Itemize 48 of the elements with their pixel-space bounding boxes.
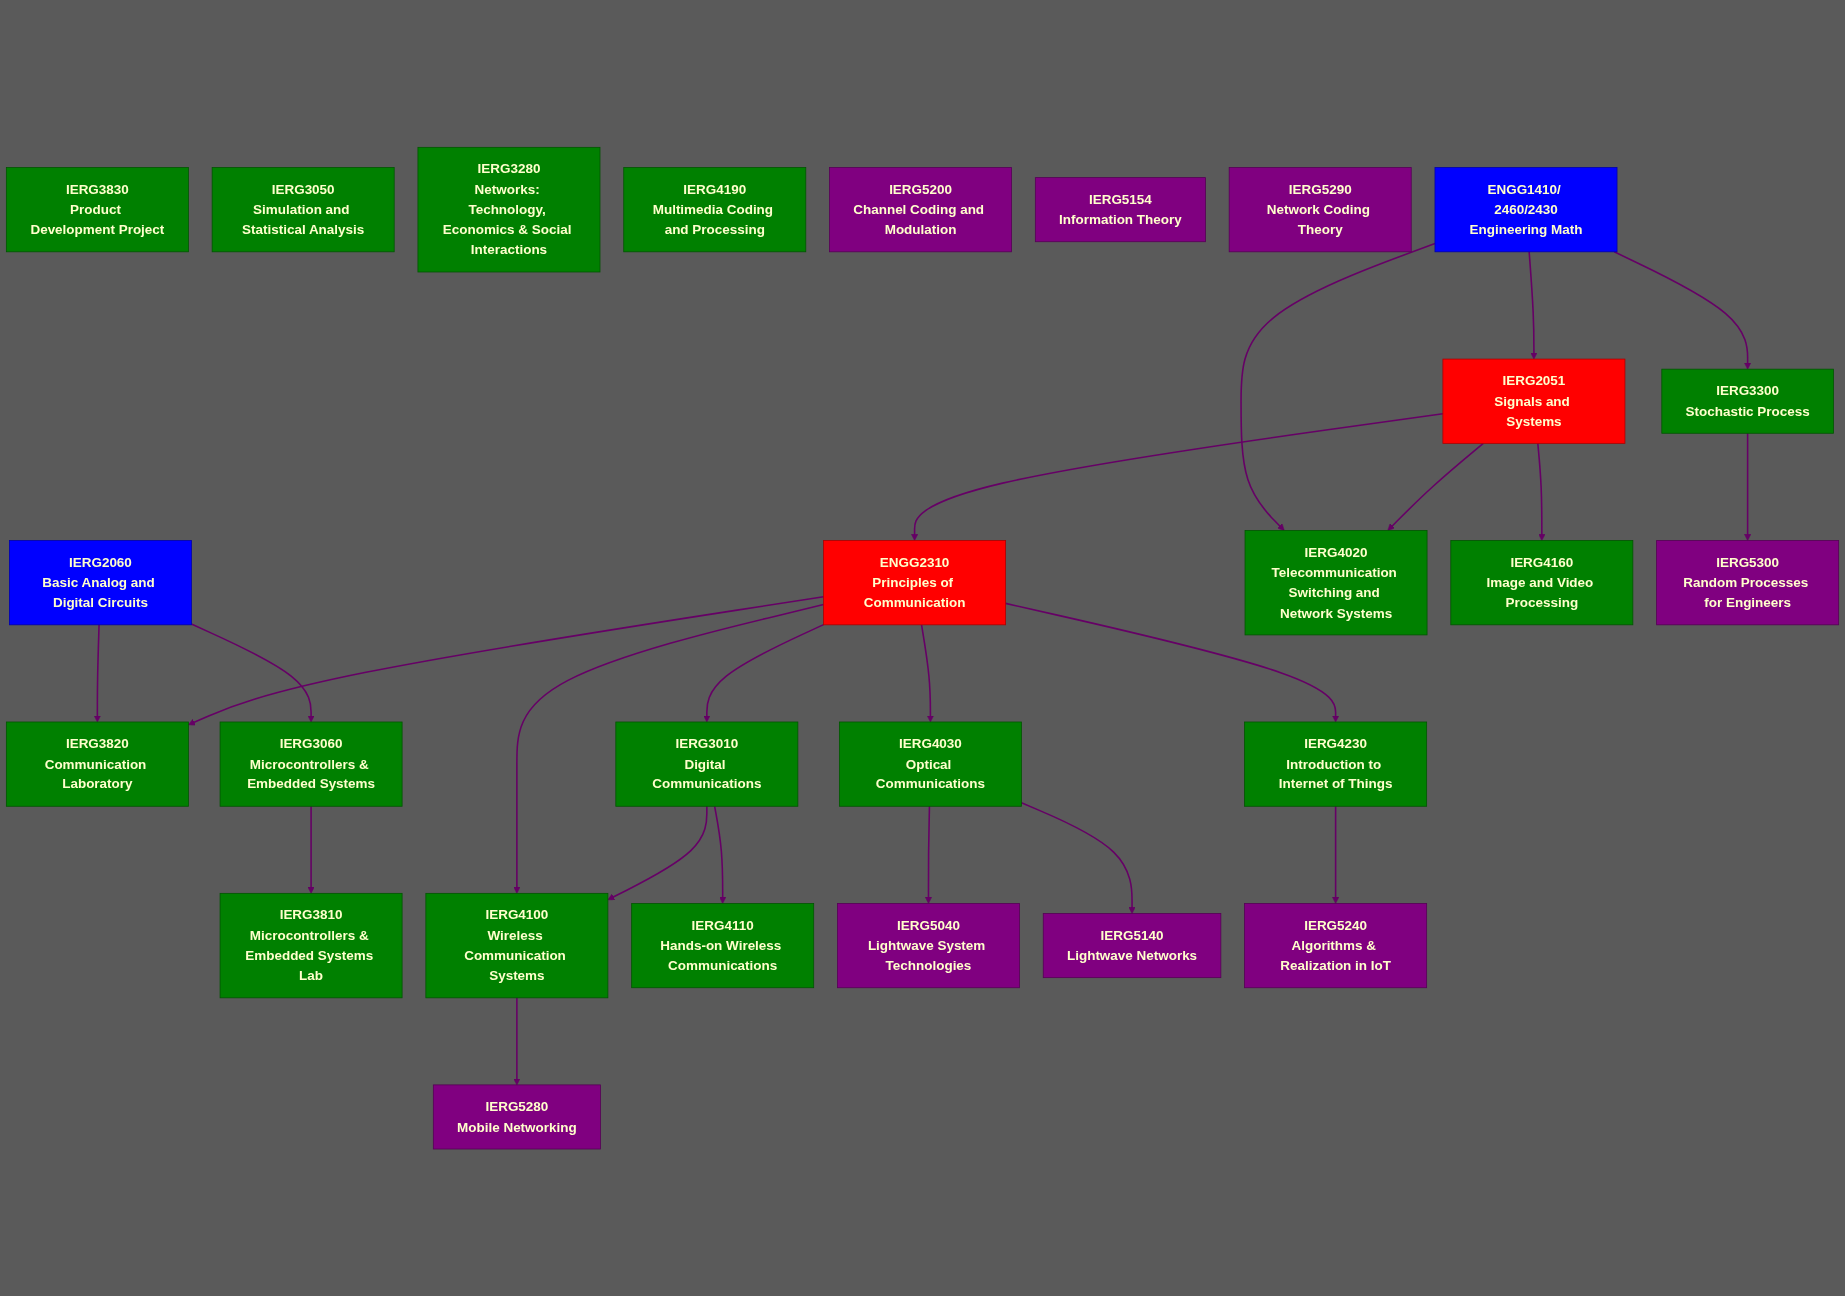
arrow	[93, 623, 101, 723]
node-box: IERG4100 Wireless Communication Systems	[425, 892, 609, 999]
arrow	[1004, 602, 1340, 723]
node-box: IERG3060 Microcontrollers & Embedded Systems	[219, 721, 403, 807]
arrow	[1332, 805, 1340, 904]
arrow	[1528, 250, 1538, 360]
node-box: IERG5240 Algorithms & Realization in IoT	[1244, 902, 1428, 988]
node-box: IERG3300 Stochastic Process	[1661, 368, 1834, 434]
arrow	[1613, 250, 1752, 370]
node-box: IERG5280 Mobile Networking	[432, 1084, 601, 1150]
node-box: IERG4030 Optical Communications	[839, 721, 1022, 807]
arrow	[1020, 801, 1136, 914]
node-box: IERG5140 Lightwave Networks	[1042, 912, 1222, 978]
node-box: IERG3050 Simulation and Statistical Analysis	[211, 166, 395, 253]
arrow	[1537, 442, 1546, 541]
node-box: IERG2051 Signals and Systems	[1442, 358, 1626, 444]
arrow	[188, 595, 825, 726]
node-box: IERG4190 Multimedia Coding and Processing	[623, 166, 807, 253]
node-box: ENGG1410/ 2460/2430 Engineering Math	[1434, 166, 1618, 253]
node-box: IERG4020 Telecommunication Switching and Network Systems	[1244, 529, 1428, 636]
node-box: IERG3810 Microcontrollers & Embedded Systems Lab	[219, 892, 403, 999]
node-box: IERG2060 Basic Analog and Digital Circuits	[9, 539, 192, 626]
node-box: IERG5154 Information Theory	[1034, 177, 1206, 242]
node-box: IERG5040 Lightwave System Technologies	[837, 902, 1020, 988]
arrow	[920, 623, 934, 723]
node-box: IERG3280 Networks: Technology, Economics & Social Interactions	[417, 146, 601, 273]
node-box: IERG5290 Network Coding Theory	[1228, 166, 1412, 253]
arrow	[713, 805, 727, 904]
arrow	[925, 805, 932, 904]
node-box: IERG4230 Introduction to Internet of Things	[1244, 721, 1428, 807]
arrow	[607, 805, 708, 900]
node-box: ENGG2310 Principles of Communication	[823, 539, 1006, 626]
arrow	[513, 996, 521, 1086]
node-box: IERG3010 Digital Communications	[615, 721, 799, 807]
arrow	[1744, 432, 1752, 541]
arrow	[1387, 442, 1485, 531]
node-box: IERG3830 Product Development Project	[5, 166, 189, 253]
arrow	[703, 623, 825, 723]
node-box: IERG5200 Channel Coding and Modulation	[829, 166, 1012, 253]
node-box: IERG5300 Random Processes for Engineers	[1656, 539, 1840, 626]
node-box: IERG4160 Image and Video Processing	[1450, 539, 1634, 626]
arrow	[513, 603, 825, 894]
arrow	[911, 412, 1444, 541]
arrow	[307, 805, 315, 894]
arrow	[1240, 242, 1436, 531]
node-box: IERG3820 Communication Laboratory	[5, 721, 189, 807]
arrow	[190, 623, 315, 723]
node-box: IERG4110 Hands-on Wireless Communications	[631, 902, 815, 988]
